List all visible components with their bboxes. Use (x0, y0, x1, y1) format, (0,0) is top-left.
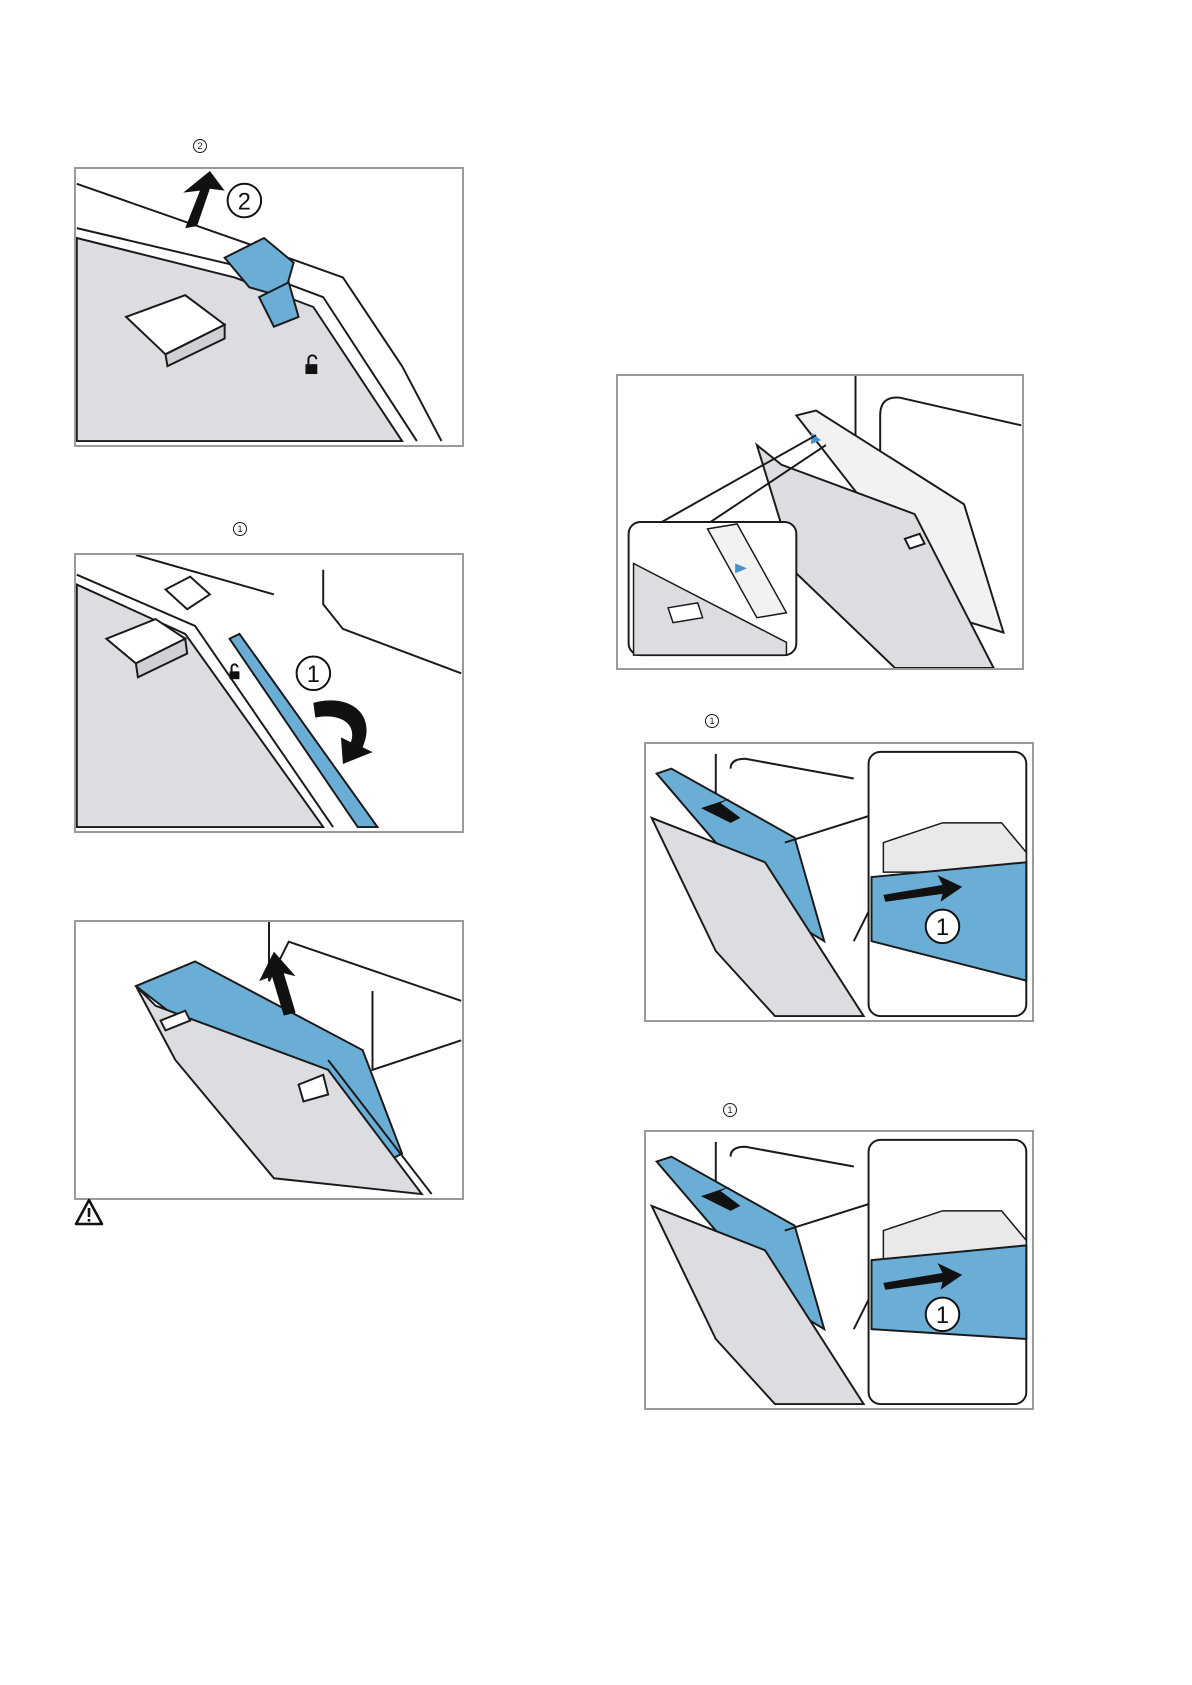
callout-label: 1 (307, 662, 320, 688)
insert-panel-a-illustration: 1 (646, 744, 1032, 1020)
unlock-padlock-icon (230, 664, 240, 679)
step-marker-1: 1 (723, 1103, 737, 1117)
panel-marker-illustration (618, 376, 1022, 668)
step-marker-1: 1 (233, 522, 247, 536)
warning-triangle-icon (74, 1198, 104, 1226)
figure-pull-panel-up (74, 920, 464, 1200)
figure-rotate-strip: 1 (74, 553, 464, 833)
figure-insert-panel-b: 1 (644, 1130, 1034, 1410)
callout-label: 1 (936, 915, 949, 941)
rotate-strip-illustration: 1 (76, 555, 462, 831)
figure-insert-panel-a: 1 (644, 742, 1034, 1022)
step-marker-1: 1 (705, 714, 719, 728)
lift-clip-illustration: 2 (76, 169, 462, 445)
up-arrow-icon (183, 171, 224, 228)
figure-panel-marker (616, 374, 1024, 670)
insert-panel-b-illustration: 1 (646, 1132, 1032, 1408)
pull-panel-illustration (76, 922, 462, 1198)
step-marker-2: 2 (193, 139, 207, 153)
callout-label: 1 (936, 1303, 949, 1329)
callout-label: 2 (238, 189, 251, 215)
figure-lift-clip: 2 (74, 167, 464, 447)
